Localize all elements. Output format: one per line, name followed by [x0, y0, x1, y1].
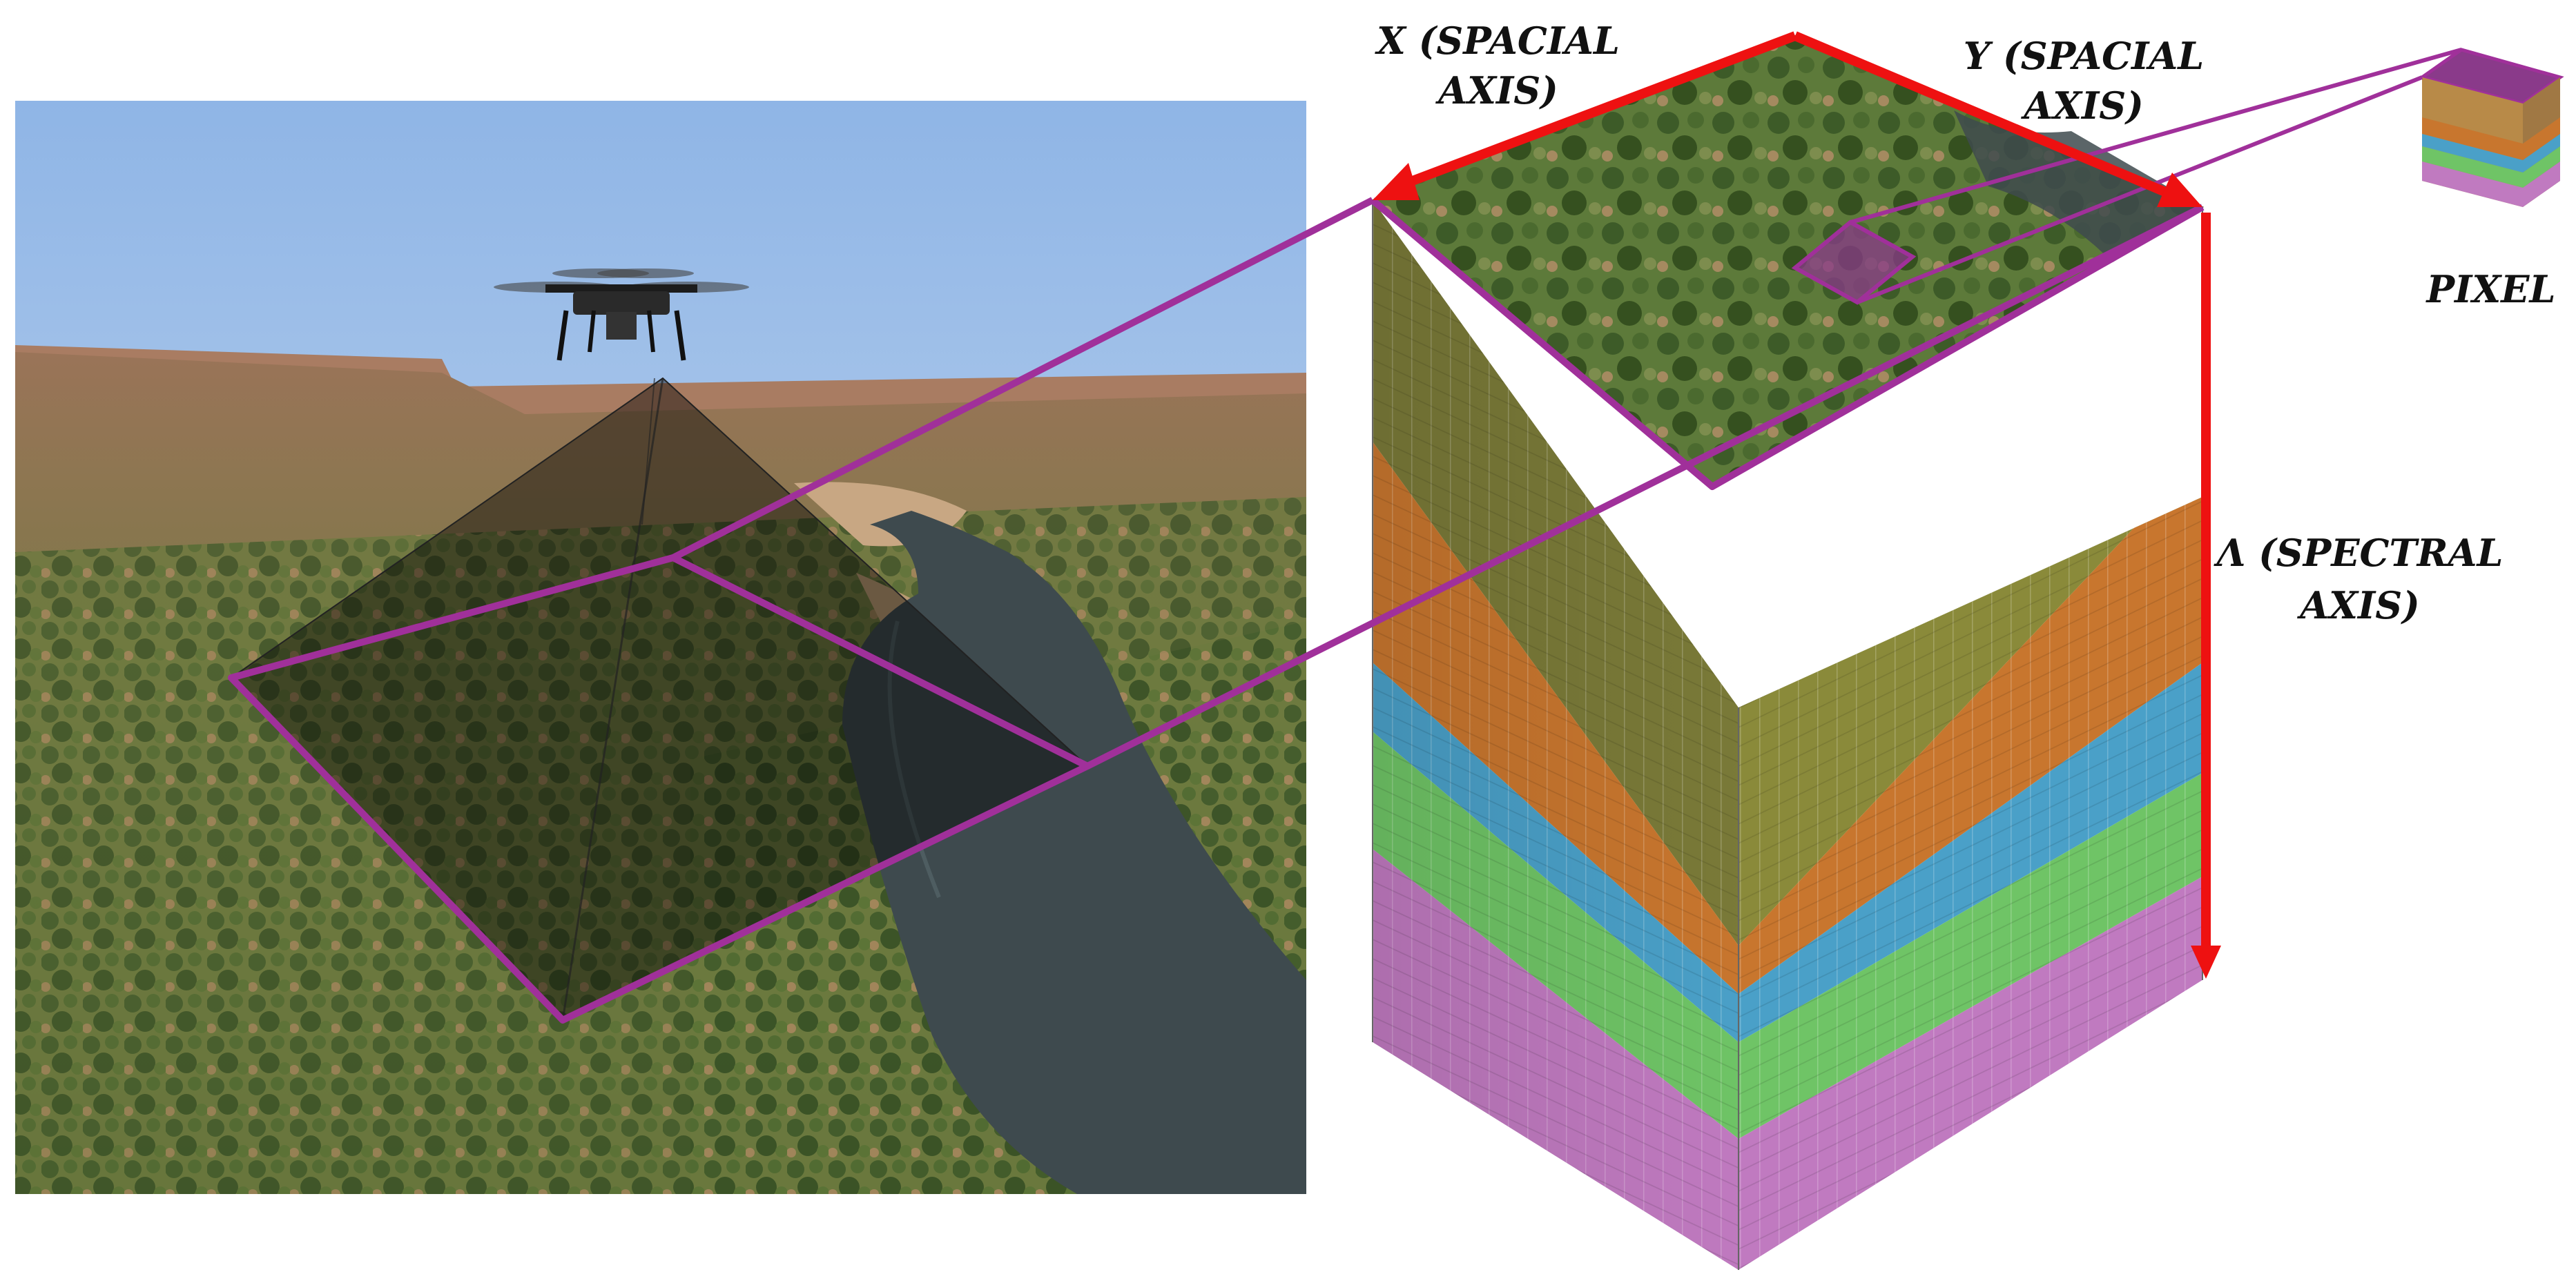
y-axis-arrow: [1793, 31, 2177, 201]
selected-pixel: [1791, 219, 1917, 305]
axis-arrows: [1373, 31, 2221, 979]
x-axis-label-line2: AXIS): [1435, 68, 1558, 113]
lambda-axis-label-line1: Λ (SPECTRAL: [2214, 531, 2504, 575]
y-axis-arrowhead: [2157, 173, 2202, 207]
pixel-label: PIXEL: [2425, 267, 2556, 311]
x-axis-arrowhead: [1373, 163, 1420, 200]
hyperspectral-cube: [1371, 35, 2205, 1270]
x-axis-label-line1: X (SPACIAL: [1375, 19, 1620, 63]
drone-icon: [494, 268, 749, 361]
lambda-axis-arrowhead: [2191, 946, 2221, 979]
river: [842, 511, 1306, 1194]
labels: X (SPACIAL AXIS) Y (SPACIAL AXIS) Λ (SPE…: [1375, 19, 2555, 627]
y-axis-label-line2: AXIS): [2020, 84, 2144, 128]
lambda-axis-label-line2: AXIS): [2296, 583, 2420, 627]
x-axis-arrow: [1400, 31, 1797, 190]
projection-lines: [228, 48, 2462, 1024]
pixel-spectrum-column: [2418, 48, 2564, 207]
aerial-photo: [15, 101, 1306, 1194]
y-axis-label-line1: Y (SPACIAL: [1964, 34, 2205, 78]
